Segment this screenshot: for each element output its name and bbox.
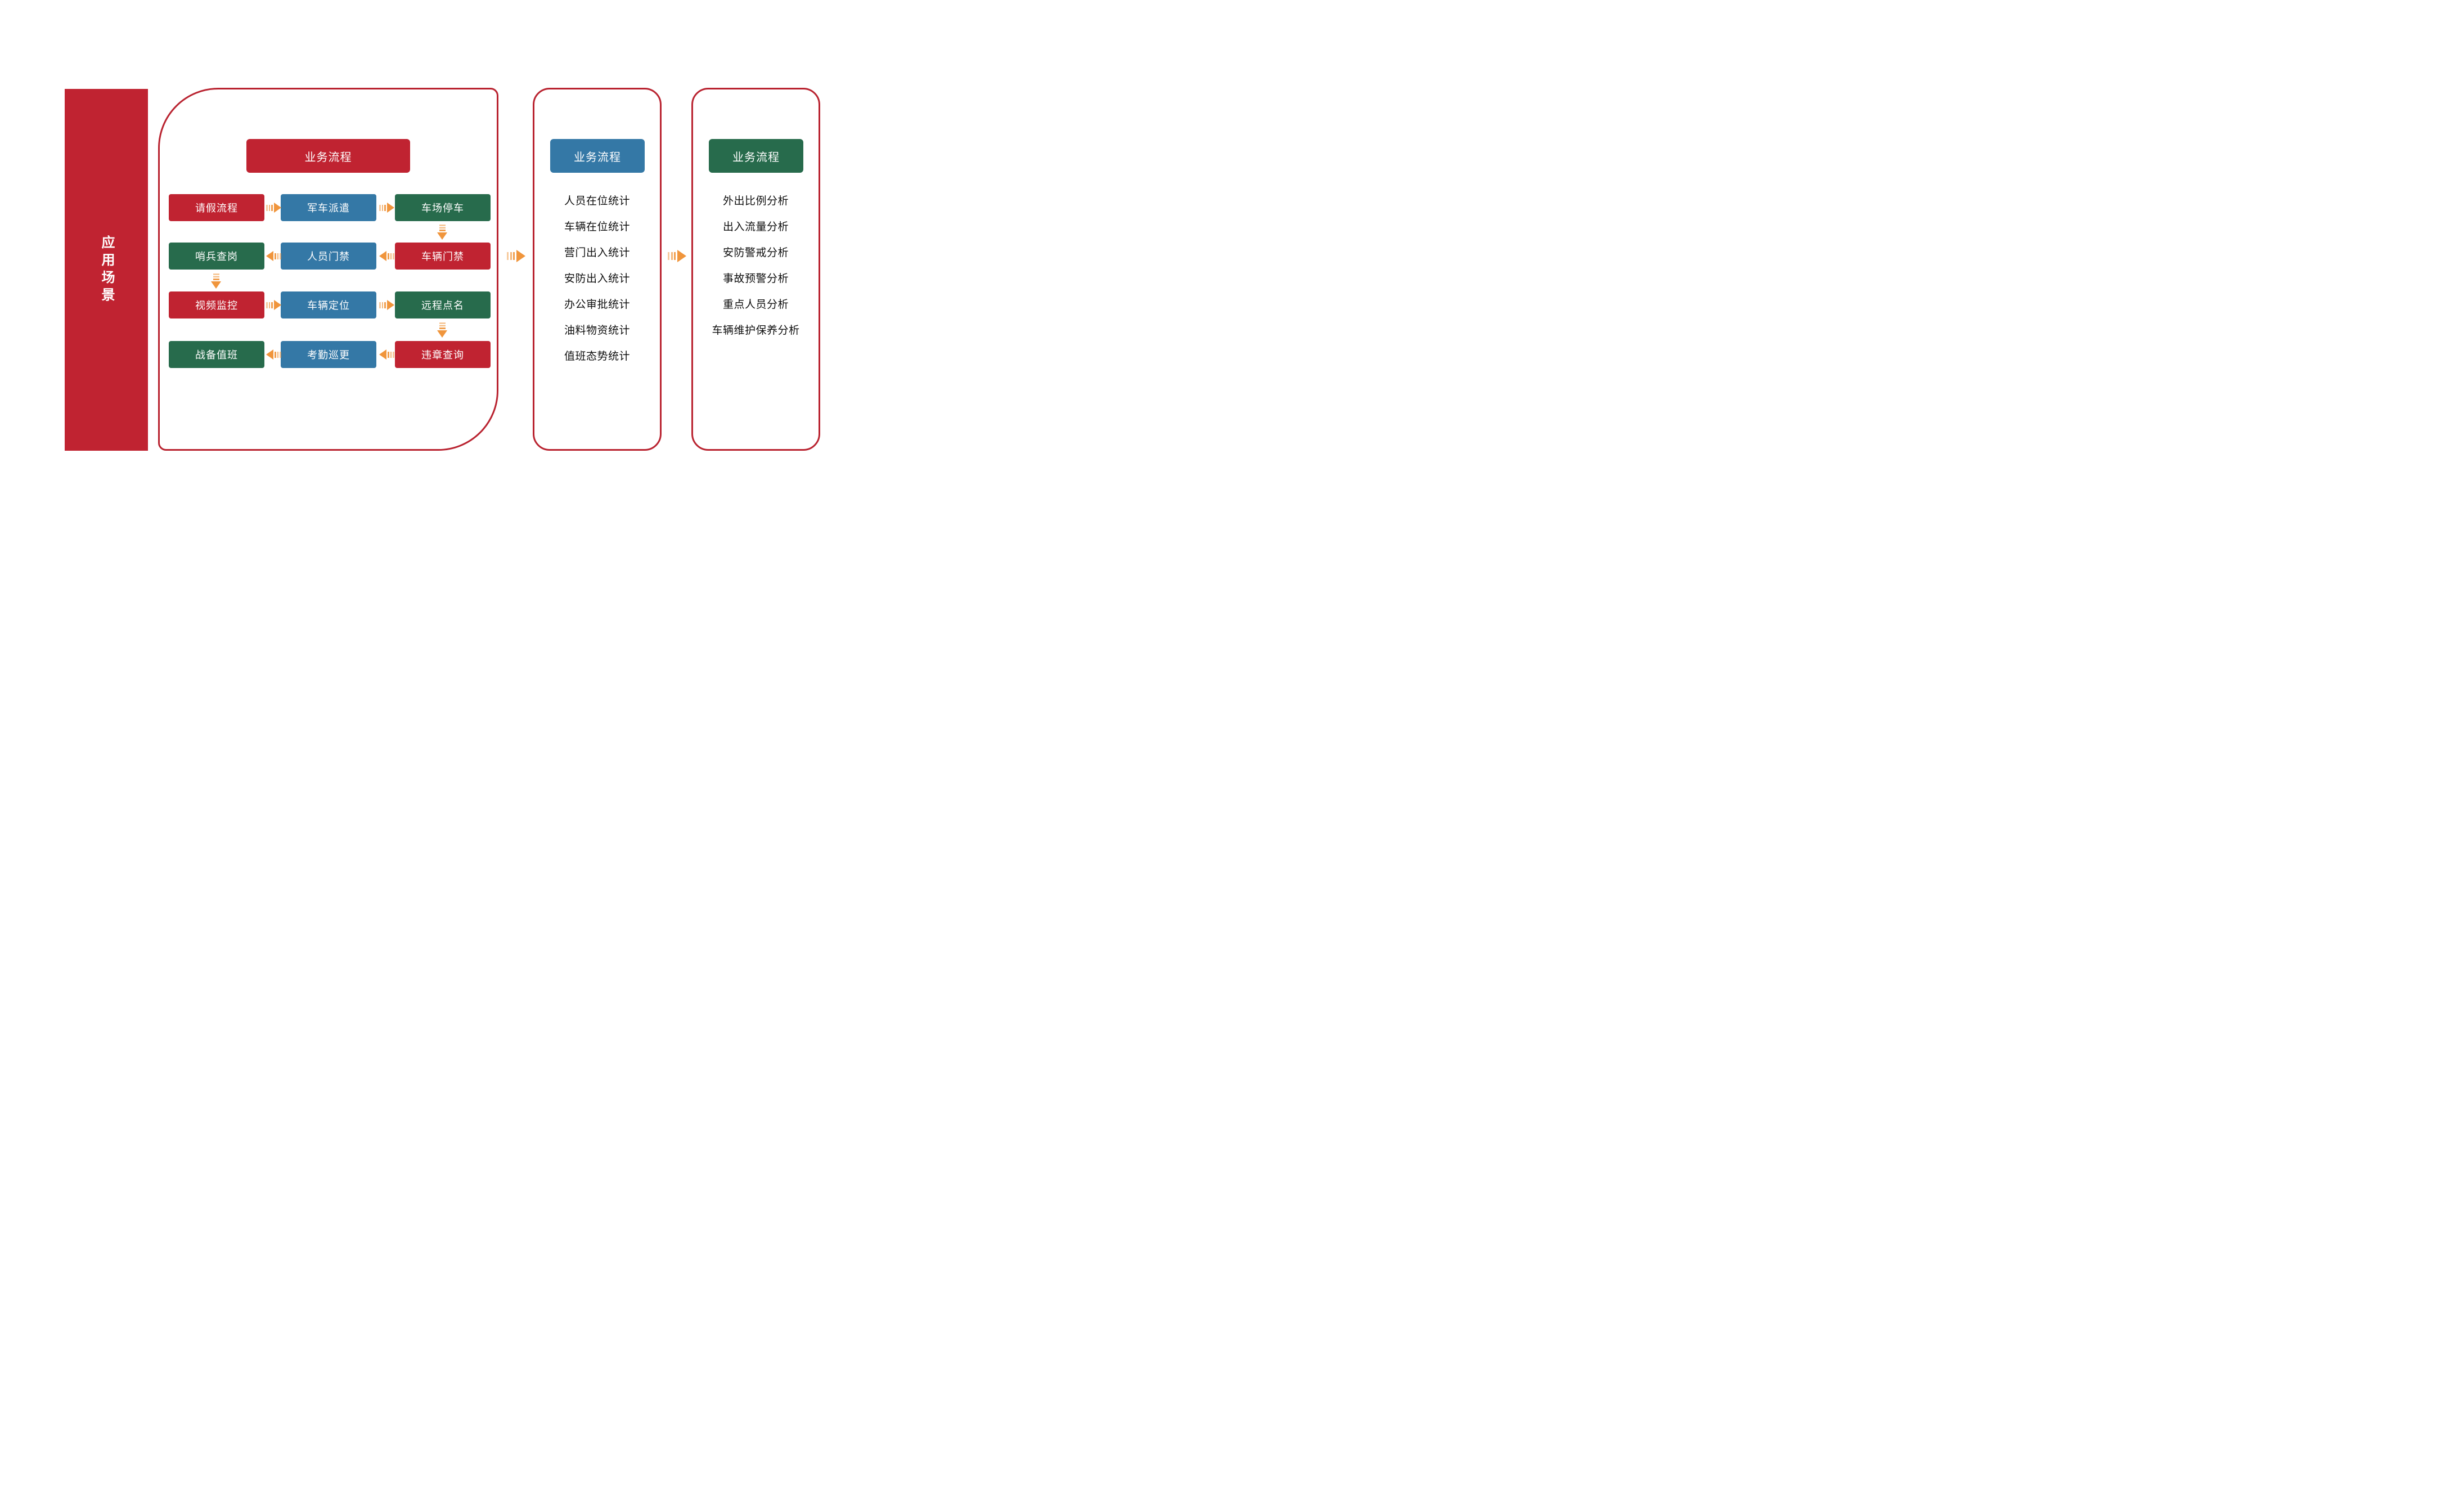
analysis-header: 业务流程 (709, 139, 803, 173)
flow-box-parking: 车场停车 (395, 194, 491, 221)
arrow-left-icon (379, 251, 394, 261)
list-item: 安防警戒分析 (722, 246, 789, 259)
arrow-down-icon (437, 225, 447, 240)
list-item: 人员在位统计 (564, 195, 630, 207)
flow-box-remote-rollcall: 远程点名 (395, 291, 491, 318)
panel-link-arrow-icon (668, 250, 686, 262)
list-item: 营门出入统计 (564, 246, 630, 259)
arrow-down-icon (211, 273, 221, 289)
flow-box-vehicle-access: 车辆门禁 (395, 243, 491, 270)
flow-header-label: 业务流程 (304, 151, 352, 164)
arrow-down-icon (437, 322, 447, 338)
list-item: 重点人员分析 (722, 298, 789, 311)
scenario-banner-label: 应用场景 (99, 235, 114, 305)
application-scenario-diagram: 应用场景 业务流程 请假流程 军车派遣 车场停车 哨兵查岗 人员门禁 车辆门禁 … (0, 0, 882, 535)
arrow-right-icon (379, 203, 394, 213)
arrow-right-icon (266, 300, 281, 310)
scenario-banner: 应用场景 (65, 89, 148, 451)
flow-box-violation-query: 违章查询 (395, 341, 491, 368)
list-item: 油料物资统计 (564, 324, 630, 337)
statistics-header-label: 业务流程 (574, 151, 621, 164)
arrow-left-icon (379, 349, 394, 360)
flow-box-attendance-patrol: 考勤巡更 (281, 341, 376, 368)
flow-box-leave-process: 请假流程 (169, 194, 264, 221)
arrow-left-icon (266, 251, 281, 261)
flow-box-personnel-access: 人员门禁 (281, 243, 376, 270)
arrow-left-icon (266, 349, 281, 360)
list-item: 值班态势统计 (564, 350, 630, 362)
arrow-right-icon (266, 203, 281, 213)
list-item: 外出比例分析 (722, 195, 789, 207)
list-item: 车辆在位统计 (564, 221, 630, 233)
flow-box-video-surveillance: 视频监控 (169, 291, 264, 318)
flow-box-vehicle-positioning: 车辆定位 (281, 291, 376, 318)
list-item: 出入流量分析 (722, 221, 789, 233)
flow-box-vehicle-dispatch: 军车派遣 (281, 194, 376, 221)
statistics-panel: 业务流程 人员在位统计 车辆在位统计 营门出入统计 安防出入统计 办公审批统计 … (533, 88, 662, 451)
business-flow-container: 业务流程 请假流程 军车派遣 车场停车 哨兵查岗 人员门禁 车辆门禁 视频监控 … (158, 88, 498, 451)
statistics-header: 业务流程 (550, 139, 645, 173)
analysis-panel: 业务流程 外出比例分析 出入流量分析 安防警戒分析 事故预警分析 重点人员分析 … (691, 88, 820, 451)
list-item: 安防出入统计 (564, 272, 630, 285)
statistics-list: 人员在位统计 车辆在位统计 营门出入统计 安防出入统计 办公审批统计 油料物资统… (534, 187, 660, 368)
flow-header: 业务流程 (246, 139, 410, 173)
arrow-right-icon (379, 300, 394, 310)
list-item: 车辆维护保养分析 (712, 324, 800, 337)
analysis-list: 外出比例分析 出入流量分析 安防警戒分析 事故预警分析 重点人员分析 车辆维护保… (693, 187, 819, 342)
panel-link-arrow-icon (507, 250, 525, 262)
analysis-header-label: 业务流程 (732, 151, 780, 164)
list-item: 办公审批统计 (564, 298, 630, 311)
list-item: 事故预警分析 (722, 272, 789, 285)
flow-box-sentry-check: 哨兵查岗 (169, 243, 264, 270)
flow-box-combat-duty: 战备值班 (169, 341, 264, 368)
